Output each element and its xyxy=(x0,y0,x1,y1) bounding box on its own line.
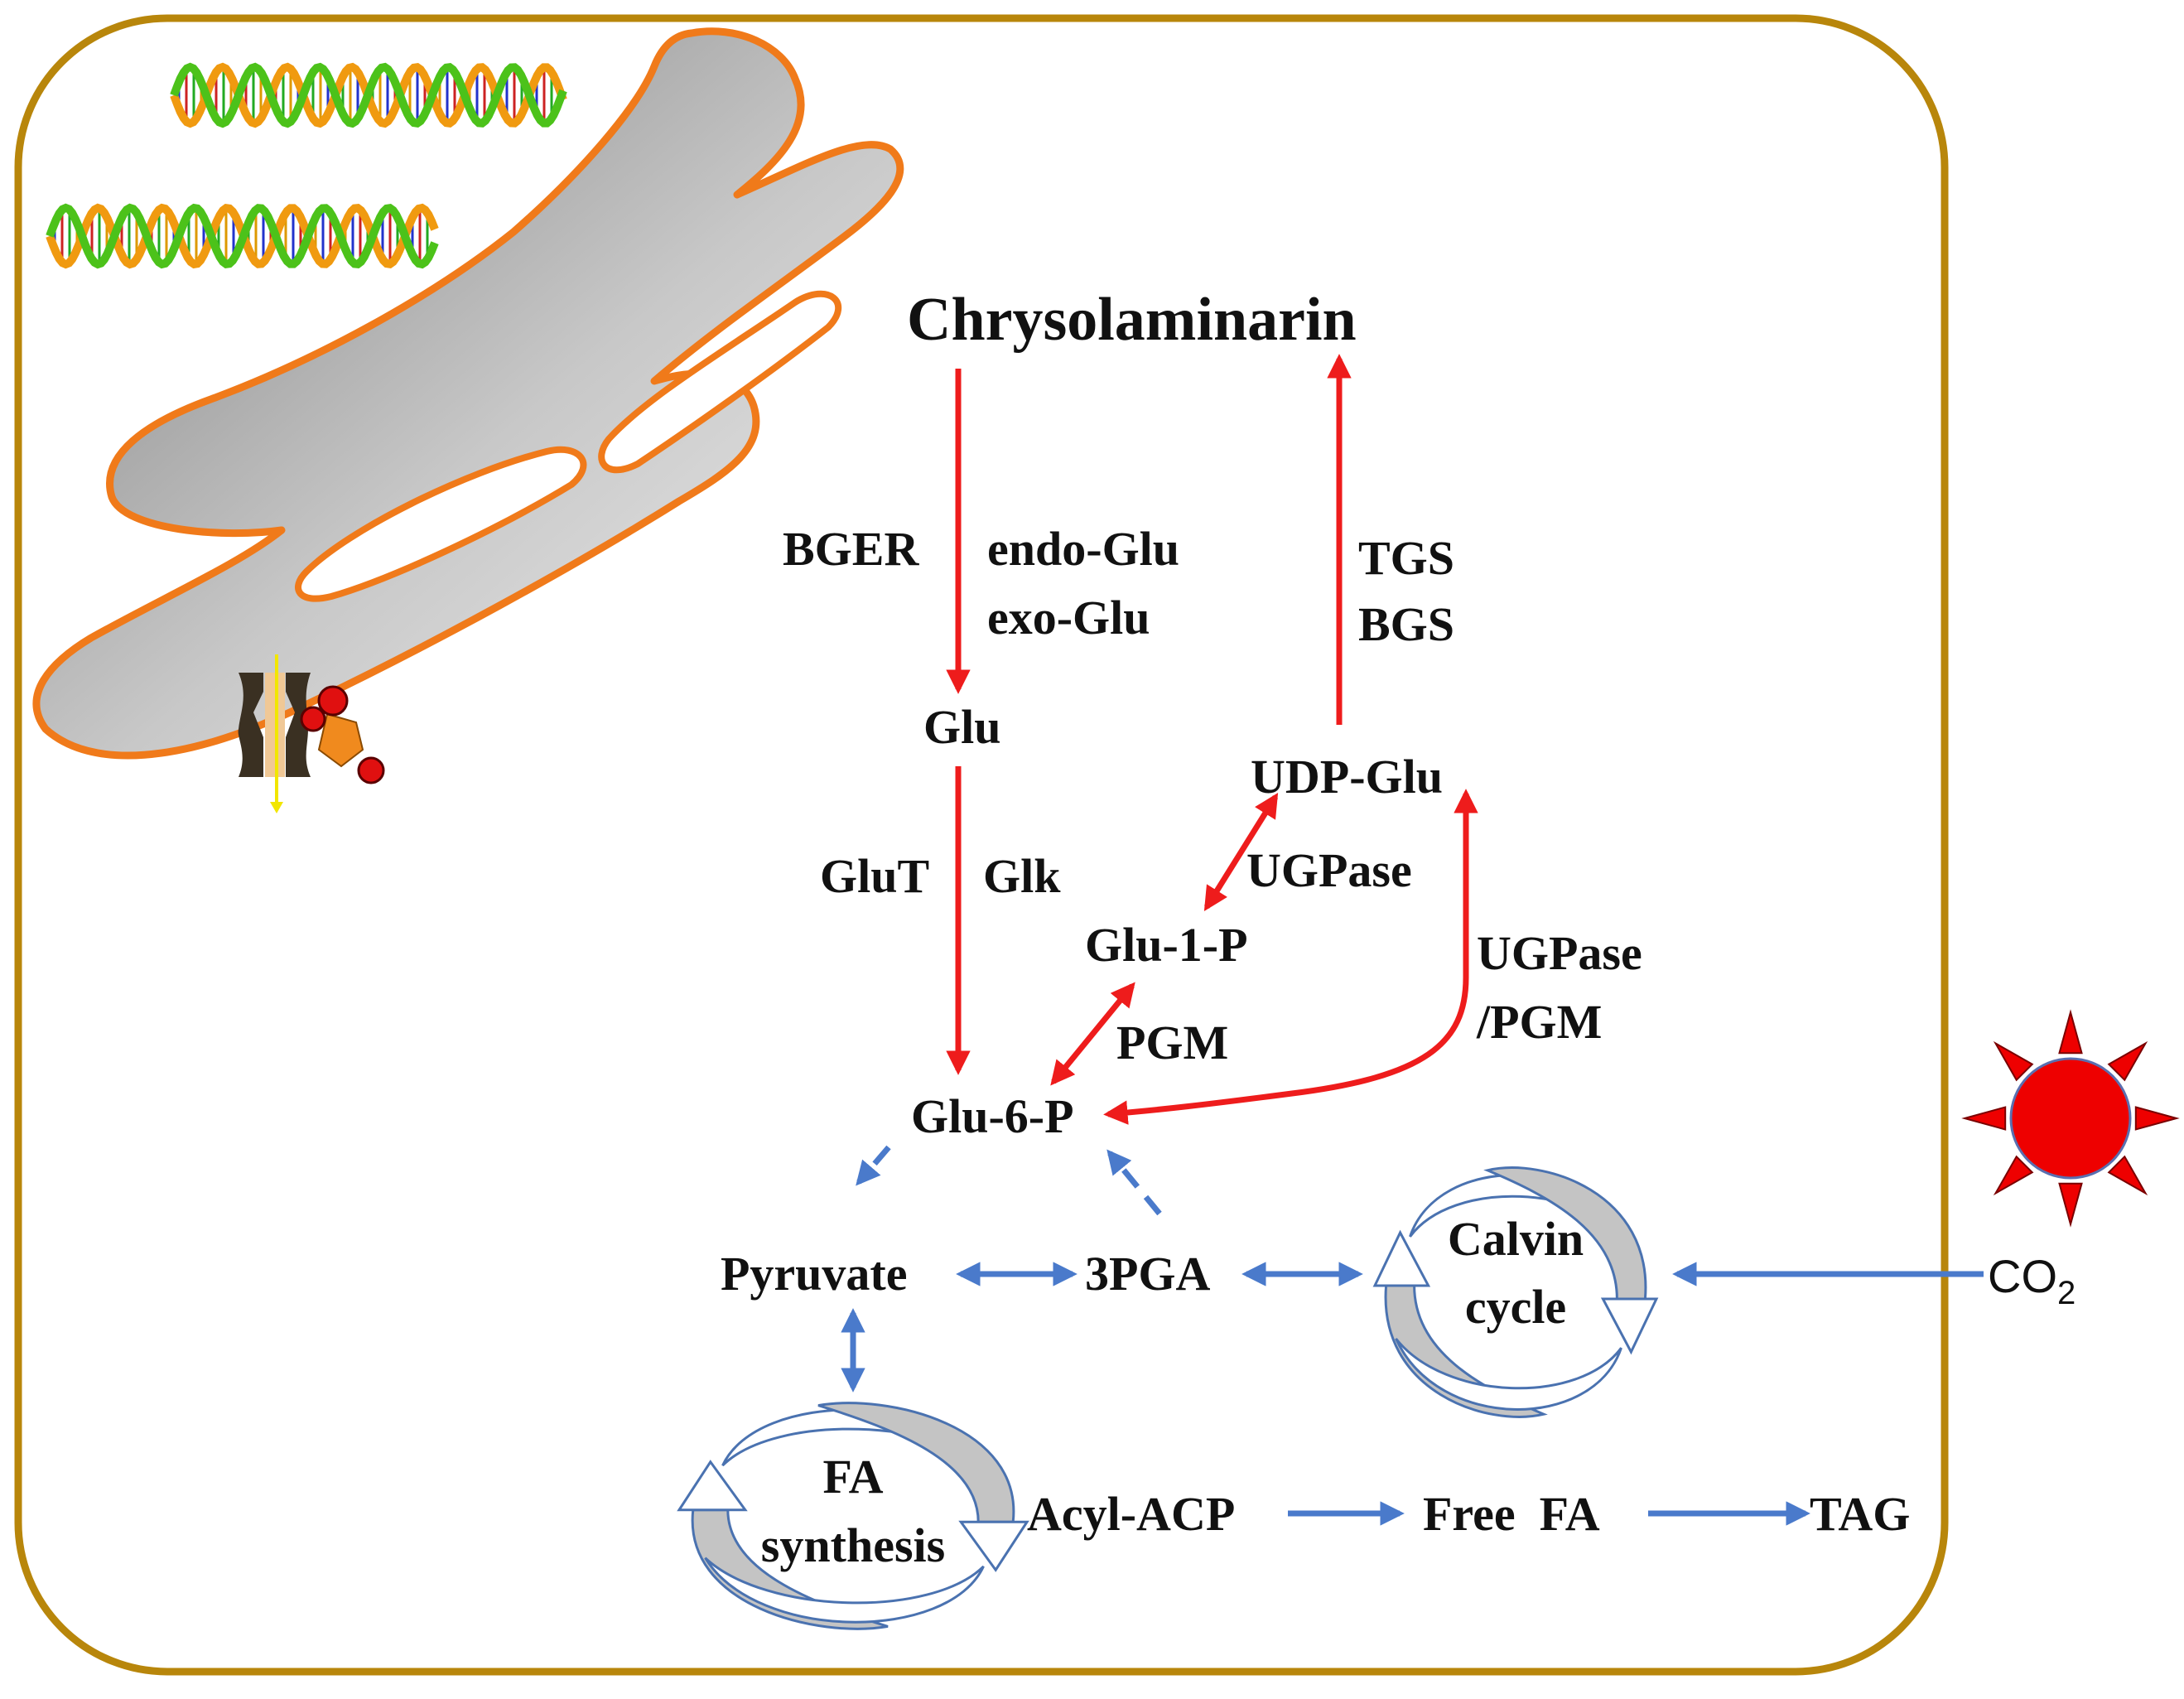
cycle-icon xyxy=(1372,1166,1659,1418)
enzyme-bger: BGER xyxy=(783,522,919,576)
node-acyl-acp: Acyl-ACP xyxy=(1027,1487,1235,1541)
enzyme-ugpase-pgm-line1: UGPase xyxy=(1477,926,1642,980)
node-udp-glu: UDP-Glu xyxy=(1251,750,1443,804)
enzyme-ugpase-pgm-line2: /PGM xyxy=(1476,995,1602,1049)
blue-pathway-arrows xyxy=(841,1145,1984,1526)
enzyme-glk: Glk xyxy=(983,849,1061,903)
sun-icon xyxy=(1961,1009,2180,1228)
calvin-cycle-label-2: cycle xyxy=(1465,1280,1566,1334)
node-glu-6-p: Glu-6-P xyxy=(911,1089,1074,1143)
node-glu: Glu xyxy=(923,700,1001,754)
red-pathway-arrows xyxy=(946,354,1478,1125)
node-3pga: 3PGA xyxy=(1085,1247,1211,1301)
enzyme-bgs: BGS xyxy=(1358,597,1454,651)
fa-synthesis-label-2: synthesis xyxy=(761,1518,945,1572)
dna-icon xyxy=(170,62,567,128)
enzyme-endo-glu: endo-Glu xyxy=(987,522,1179,576)
node-co2-subscript: 2 xyxy=(2057,1275,2076,1311)
enzyme-glut: GluT xyxy=(820,849,929,903)
node-pyruvate: Pyruvate xyxy=(721,1247,908,1301)
enzyme-pgm: PGM xyxy=(1116,1016,1228,1069)
cycle-icon xyxy=(677,1402,1029,1630)
dna-icon xyxy=(46,203,439,269)
node-tag: TAG xyxy=(1810,1487,1910,1541)
fa-synthesis-label-1: FA xyxy=(822,1450,883,1504)
node-free-fa: Free FA xyxy=(1423,1487,1600,1541)
enzyme-tgs: TGS xyxy=(1358,531,1454,585)
enzyme-exo-glu: exo-Glu xyxy=(987,591,1150,644)
node-glu-1-p: Glu-1-P xyxy=(1085,918,1248,972)
endoplasmic-reticulum xyxy=(32,27,904,760)
transporter-icon xyxy=(238,654,385,813)
arrow-udpglu-glu6p xyxy=(1103,789,1478,1125)
title-chrysolaminarin: Chrysolaminarin xyxy=(907,286,1357,354)
node-co2: CO2 xyxy=(1988,1250,2076,1311)
enzyme-ugpase: UGPase xyxy=(1246,843,1412,897)
arrow-3pga-to-glu6p xyxy=(1106,1149,1162,1216)
cell-membrane xyxy=(14,14,1949,1676)
calvin-cycle-label-1: Calvin xyxy=(1448,1212,1584,1266)
arrow-glu6p-to-pyruvate xyxy=(856,1145,891,1186)
